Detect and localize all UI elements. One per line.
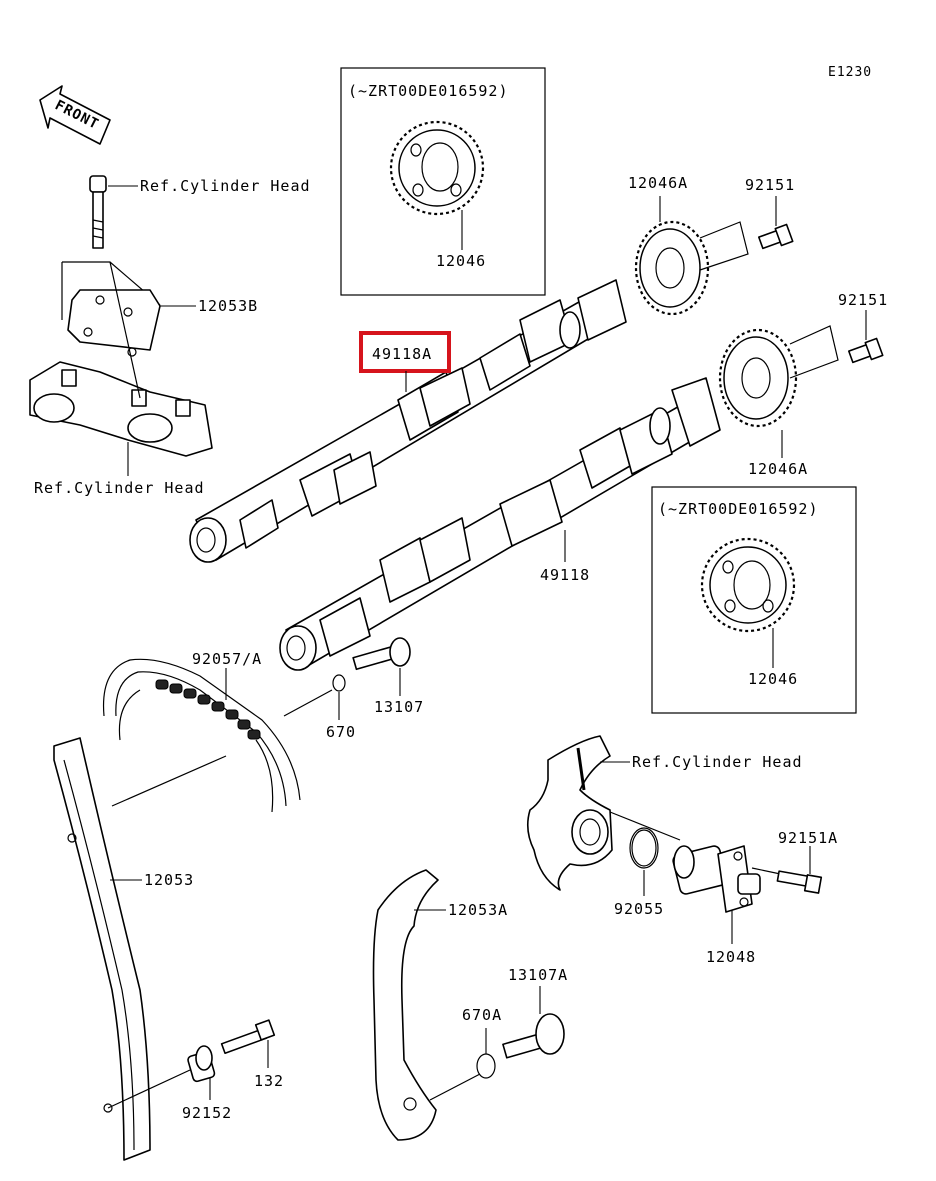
label-132: 132 bbox=[254, 1072, 284, 1090]
front-arrow-icon: FRONT bbox=[39, 85, 111, 145]
pin-13107 bbox=[352, 637, 411, 671]
bolt-92151-top bbox=[757, 223, 794, 250]
oring-670 bbox=[332, 674, 346, 692]
label-92057a: 92057/A bbox=[192, 650, 262, 668]
label-12046-bottom: 12046 bbox=[748, 670, 798, 688]
chain-links bbox=[155, 679, 261, 740]
camshaft-49118a bbox=[189, 279, 627, 563]
sprocket-12046a-top bbox=[634, 220, 710, 316]
bolt-92151-mid bbox=[847, 337, 884, 364]
inset-box-top: (~ZRT00DE016592) 12046 bbox=[340, 67, 546, 296]
camshaft-holder-12053b bbox=[61, 261, 161, 357]
label-12046a-top: 12046A bbox=[628, 174, 688, 192]
diagram-code: E1230 bbox=[828, 65, 872, 80]
label-12048: 12048 bbox=[706, 948, 756, 966]
camshaft-49118 bbox=[279, 377, 721, 671]
label-ref-head-1: Ref.Cylinder Head bbox=[140, 177, 311, 195]
sprocket-12046-bottom bbox=[700, 537, 796, 633]
label-ref-head-3: Ref.Cylinder Head bbox=[632, 753, 803, 771]
label-92152: 92152 bbox=[182, 1104, 232, 1122]
label-670a: 670A bbox=[462, 1006, 502, 1024]
label-12053b: 12053B bbox=[198, 297, 258, 315]
chain-guide-12053 bbox=[53, 737, 151, 1161]
label-92055: 92055 bbox=[614, 900, 664, 918]
collar-92152 bbox=[187, 1045, 216, 1083]
label-13107a: 13107A bbox=[508, 966, 568, 984]
label-670: 670 bbox=[326, 723, 356, 741]
label-13107: 13107 bbox=[374, 698, 424, 716]
pin-13107a bbox=[502, 1013, 565, 1059]
label-12046-top: 12046 bbox=[436, 252, 486, 270]
label-92151-top: 92151 bbox=[745, 176, 795, 194]
label-92151-mid: 92151 bbox=[838, 291, 888, 309]
bolt-132 bbox=[220, 1019, 276, 1055]
label-12053: 12053 bbox=[144, 871, 194, 889]
cylinder-head-section bbox=[526, 735, 613, 891]
gasket-92055 bbox=[629, 827, 659, 869]
inset-bottom-serial: (~ZRT00DE016592) bbox=[658, 500, 819, 518]
inset-top-serial: (~ZRT00DE016592) bbox=[348, 82, 509, 100]
chain-guide-12053a bbox=[372, 869, 439, 1141]
label-ref-head-2: Ref.Cylinder Head bbox=[34, 479, 205, 497]
label-92151a: 92151A bbox=[778, 829, 838, 847]
tensioner-12048 bbox=[672, 845, 761, 913]
cam-cap-assembly bbox=[29, 261, 213, 457]
label-49118: 49118 bbox=[540, 566, 590, 584]
sprocket-12046-top bbox=[389, 120, 485, 216]
inset-box-bottom: (~ZRT00DE016592) 12046 bbox=[651, 486, 857, 714]
bolt-92151a bbox=[776, 870, 823, 894]
label-49118a: 49118A bbox=[372, 345, 432, 363]
cam-chain-92057a bbox=[102, 658, 301, 813]
sprocket-12046a-mid bbox=[718, 328, 798, 428]
label-12053a: 12053A bbox=[448, 901, 508, 919]
bolt-top bbox=[89, 175, 107, 249]
highlight-box-49118a bbox=[359, 331, 451, 373]
label-12046a-mid: 12046A bbox=[748, 460, 808, 478]
